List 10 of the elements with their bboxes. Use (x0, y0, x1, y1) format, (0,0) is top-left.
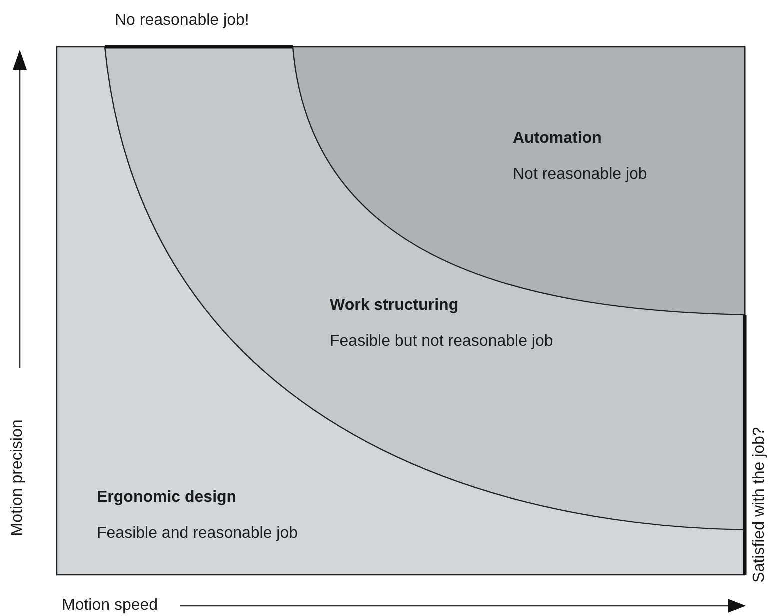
region-description: Feasible and reasonable job (97, 525, 298, 543)
axis-label: Motion precision (8, 418, 27, 538)
region-heading: Work structuring (330, 297, 459, 315)
region-description: Feasible but not reasonable job (330, 333, 554, 351)
region-heading: Ergonomic design (97, 489, 237, 507)
zone-note: No reasonable job! (115, 12, 250, 30)
region-heading: Automation (513, 130, 602, 148)
axis-label: Motion speed (62, 597, 158, 615)
region-description: Not reasonable job (513, 166, 648, 184)
side-note: Satisfied with the job? (750, 426, 769, 585)
